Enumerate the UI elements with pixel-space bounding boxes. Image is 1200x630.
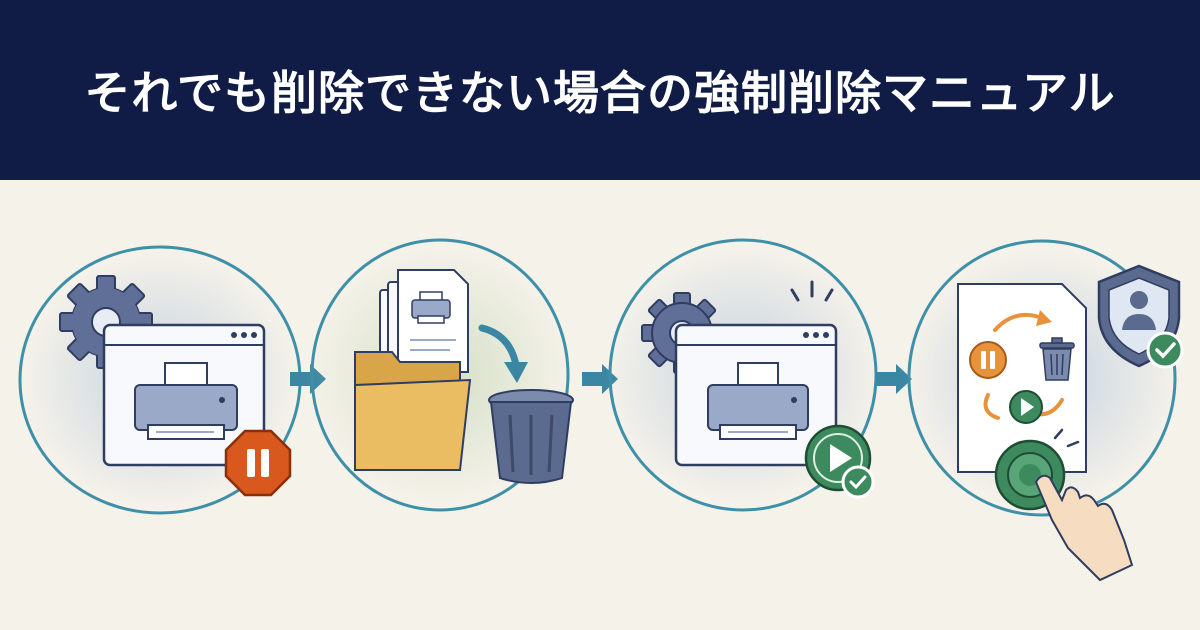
printer-window-icon — [102, 323, 266, 467]
play-check-icon — [804, 424, 875, 499]
curved-arrow-icon — [478, 324, 520, 369]
step-2-delete-files — [305, 238, 575, 512]
step-1-stop-spooler — [18, 245, 302, 515]
steps-illustration — [18, 238, 1184, 582]
shield-user-icon — [1097, 264, 1184, 369]
document-printer-icon — [379, 269, 469, 383]
play-icon — [1009, 390, 1043, 424]
step-2-ring — [310, 238, 570, 512]
gear-icon — [59, 275, 153, 369]
document-icon — [957, 283, 1087, 473]
step-4-ring — [907, 239, 1177, 517]
step-4-admin-reset — [902, 239, 1184, 582]
pause-octagon-icon — [224, 429, 292, 497]
page-title: それでも削除できない場合の強制削除マニュアル — [84, 66, 1116, 120]
printer-window-icon — [674, 323, 838, 467]
hand-pointer-icon — [1034, 474, 1134, 582]
activity-lines — [790, 280, 834, 302]
trash-can-icon — [488, 389, 574, 484]
trash-icon — [1039, 337, 1075, 381]
header-banner — [0, 0, 1200, 180]
folder-icon — [354, 351, 472, 471]
pause-icon — [969, 341, 1007, 379]
step-3-restart-spooler — [603, 238, 883, 512]
